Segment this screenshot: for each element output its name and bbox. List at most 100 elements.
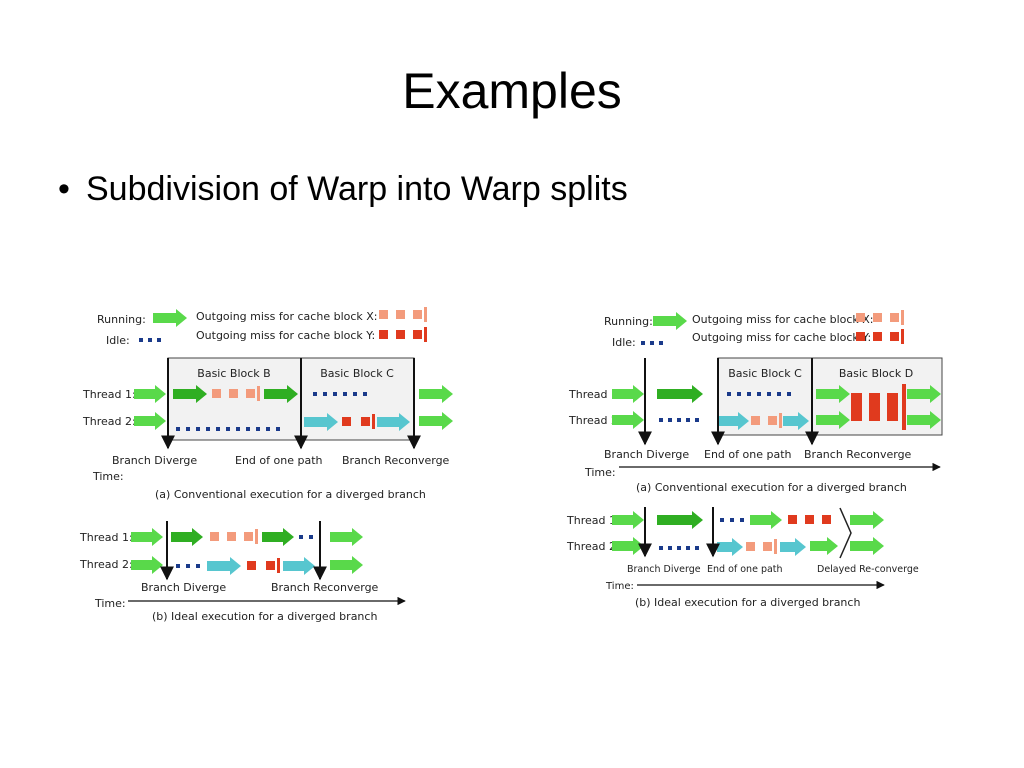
idle-dot: [313, 392, 317, 396]
time-label: Time:: [584, 466, 616, 479]
legend-miss-y-label: Outgoing miss for cache block Y:: [692, 331, 871, 344]
bullet-item: •Subdivision of Warp into Warp splits: [58, 170, 628, 209]
idle-dot: [757, 392, 761, 396]
ideal-t2-cyan-arrow: [283, 557, 315, 575]
branch-reconverge-label: Branch Reconverge: [342, 454, 450, 467]
legend-miss-x-squares: [379, 307, 427, 322]
t2-idle-dots: [659, 418, 699, 422]
ideal-time-label: Time:: [94, 597, 126, 610]
t1-running-arrow: [134, 385, 166, 403]
arrow-shape: [612, 537, 644, 555]
t2-cyan-arrow: [719, 412, 749, 430]
idle-dot: [641, 341, 645, 345]
miss-square: [413, 310, 422, 319]
ideal-t1-idle-dots: [299, 535, 313, 539]
miss-bar: [424, 327, 427, 342]
idle-dot: [740, 518, 744, 522]
thread-1-label: Thread 1:: [82, 388, 136, 401]
ideal-thread-2-label: Thread 2:: [566, 540, 620, 553]
arrow-shape: [719, 412, 749, 430]
ideal-end-of-path-label: End of one path: [707, 564, 783, 575]
legend-running-label: Running:: [97, 313, 146, 326]
branch-diverge-label: Branch Diverge: [112, 454, 197, 467]
legend-miss-y-label: Outgoing miss for cache block Y:: [196, 329, 375, 342]
time-label: Time:: [92, 470, 124, 483]
miss-square: [246, 389, 255, 398]
idle-dot: [157, 338, 161, 342]
arrow-shape: [612, 411, 644, 429]
arrow-shape: [750, 511, 782, 529]
ideal-t1-miss-x-squares: [210, 529, 258, 544]
arrow-shape: [419, 412, 453, 430]
idle-dot: [668, 418, 672, 422]
slide-title: Examples: [402, 63, 622, 119]
arrow-shape: [907, 411, 941, 429]
miss-square: [763, 542, 772, 551]
miss-square: [244, 532, 253, 541]
ideal-thread-1-label: Thread 1:: [79, 531, 133, 544]
t1-running-arrow: [907, 385, 941, 403]
idle-dot: [333, 392, 337, 396]
miss-bar: [901, 310, 904, 325]
miss-square: [822, 515, 831, 524]
miss-square: [768, 416, 777, 425]
idle-dot: [299, 535, 303, 539]
miss-square: [873, 313, 882, 322]
t2-running-arrow: [419, 412, 453, 430]
ideal-reconverge-label: Branch Reconverge: [271, 581, 379, 594]
legend-idle-dots: [139, 338, 161, 342]
ideal-t1-running-arrow: [262, 528, 294, 546]
miss-square: [413, 330, 422, 339]
caption-b: (b) Ideal execution for a diverged branc…: [635, 596, 860, 609]
arrow-shape: [657, 385, 703, 403]
arrow-shape: [612, 511, 644, 529]
arrow-shape: [304, 413, 338, 431]
legend-running-arrow: [653, 312, 687, 330]
ideal-t2-running-arrow: [850, 537, 884, 555]
idle-dot: [677, 418, 681, 422]
arrow-shape: [134, 385, 166, 403]
idle-dot: [737, 392, 741, 396]
miss-square: [856, 332, 865, 341]
miss-square: [890, 313, 899, 322]
miss-square: [746, 542, 755, 551]
ideal-t2-running-arrow: [810, 537, 838, 555]
idle-dot: [186, 564, 190, 568]
t2-running-arrow: [134, 412, 166, 430]
miss-square: [751, 416, 760, 425]
arrow-shape: [330, 528, 363, 546]
miss-square: [396, 310, 405, 319]
arrow-shape: [419, 385, 453, 403]
idle-dot: [206, 427, 210, 431]
end-of-path-label: End of one path: [235, 454, 323, 467]
miss-bar-tall: [851, 393, 862, 421]
idle-dot: [777, 392, 781, 396]
ideal-t1-running-arrow: [131, 528, 163, 546]
idle-dot: [695, 546, 699, 550]
ideal-t1-running-arrow: [171, 528, 203, 546]
idle-dot: [659, 546, 663, 550]
ideal-t1-running-arrow: [657, 511, 703, 529]
miss-bar: [257, 386, 260, 401]
arrow-shape: [717, 538, 743, 556]
arrow-shape: [780, 538, 806, 556]
t2-running-arrow: [816, 411, 850, 429]
legend-running-arrow: [153, 309, 187, 327]
ideal-thread-1-label: Thread 1:: [566, 514, 620, 527]
ideal-t2-miss-x-squares: [746, 539, 777, 554]
arrow-shape: [207, 557, 241, 575]
legend-miss-x-squares: [856, 310, 904, 325]
ideal-t2-running-arrow: [330, 556, 363, 574]
idle-dot: [176, 564, 180, 568]
arrow-shape: [330, 556, 363, 574]
arrow-shape: [171, 528, 203, 546]
branch-diverge-label: Branch Diverge: [604, 448, 689, 461]
miss-square: [396, 330, 405, 339]
thread-1-label: Thread 1:: [568, 388, 622, 401]
idle-dot: [353, 392, 357, 396]
legend-idle-label: Idle:: [612, 336, 636, 349]
block-d-miss-y-bars: [851, 384, 906, 430]
idle-dot: [686, 546, 690, 550]
idle-dot: [730, 518, 734, 522]
